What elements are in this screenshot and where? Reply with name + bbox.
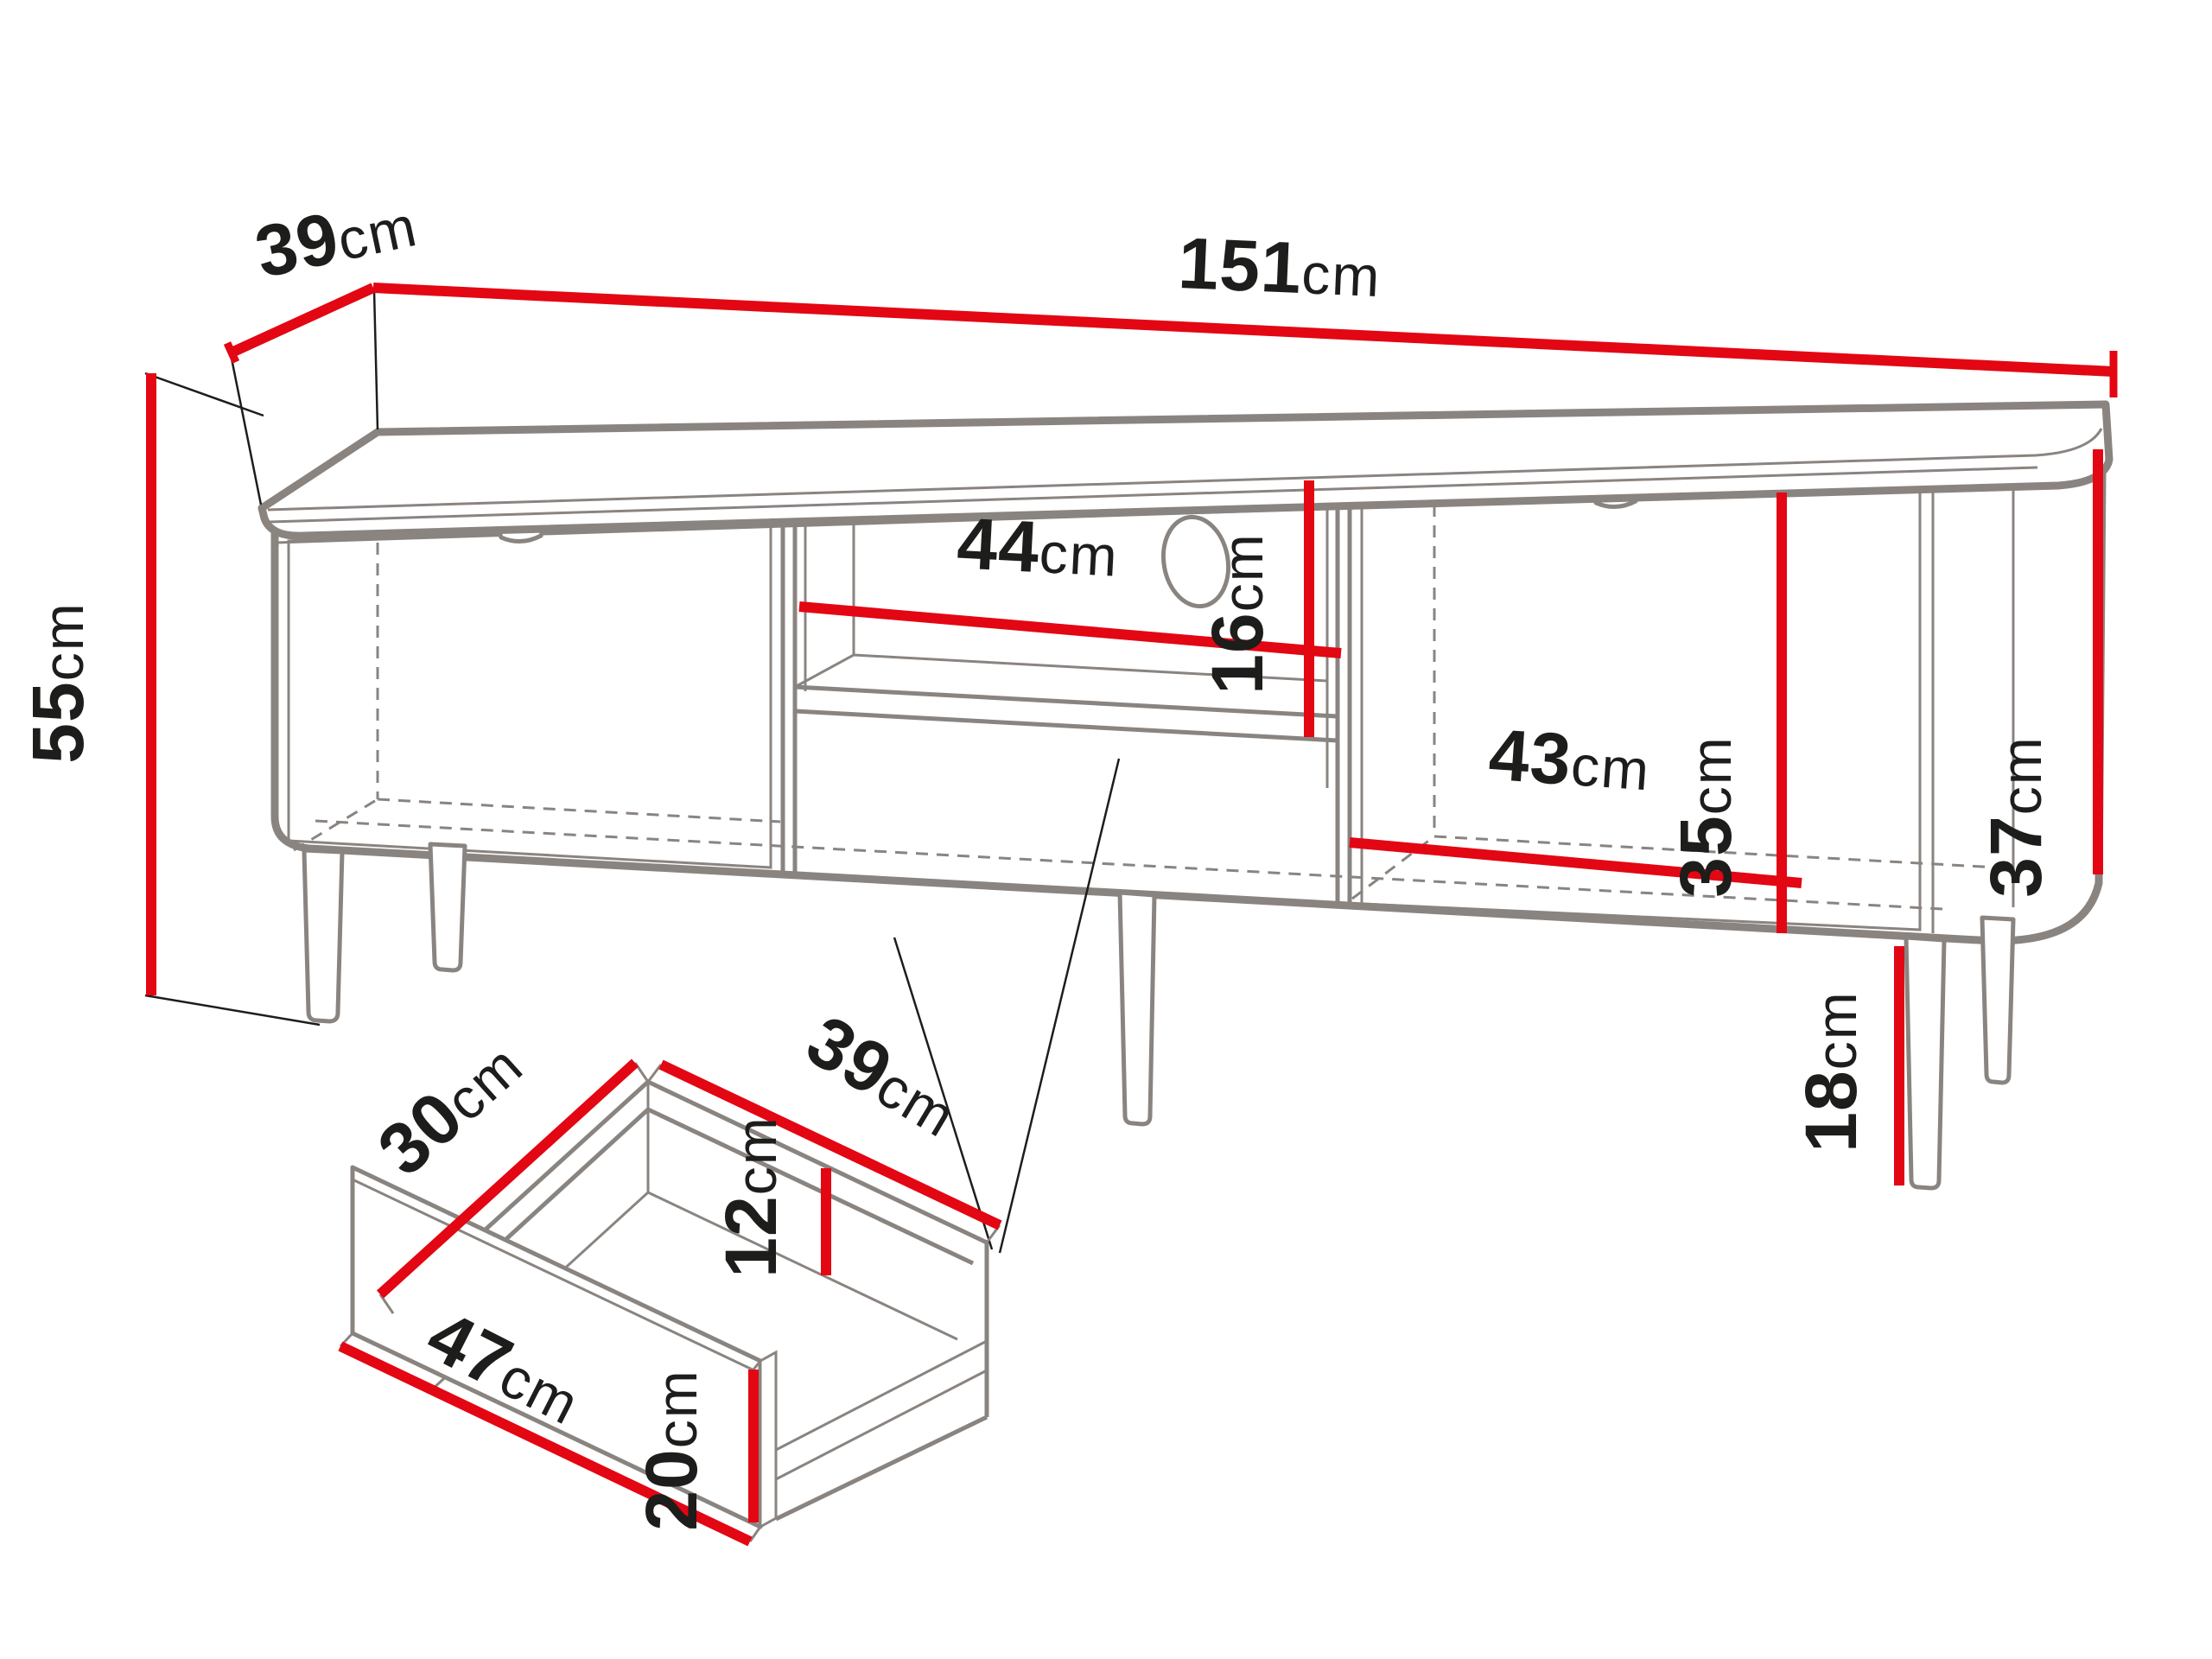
witness-55-top: [144, 372, 264, 417]
dim-line-drawer-front-47: [338, 1341, 753, 1547]
drawer-detail: 30cm 39cm 12cm 47cm 20cm: [338, 1000, 1002, 1547]
top-panel-front-edge-line-2: [269, 466, 2038, 524]
dim-label-niche-44: 44cm: [955, 502, 1121, 592]
hidden-edges: [293, 439, 2014, 911]
dim-label-height-55: 55cm: [17, 601, 99, 763]
dim-label-drawer-side-12: 12cm: [710, 1116, 791, 1277]
leader-line-right: [998, 758, 1121, 1254]
top-panel: [257, 400, 2113, 540]
dim-label-drawer-depth-30: 30cm: [363, 1022, 537, 1191]
leader-line-left: [893, 937, 994, 1250]
leg-middle: [1117, 890, 1157, 1127]
witness-151-left: [372, 289, 379, 430]
dim-label-depth-39: 39cm: [249, 180, 424, 293]
hidden-left-floor-diagonal: [293, 798, 378, 852]
dim-line-depth-39: [229, 283, 376, 358]
dim-label-side-37: 37cm: [1975, 735, 2056, 897]
dim-line-width-151: [372, 283, 2114, 377]
dim-tick-39-left: [223, 341, 240, 364]
leg-left-rear: [428, 842, 467, 973]
dim-label-drawer-front-20: 20cm: [631, 1369, 712, 1530]
dim-line-drawer-depth-30: [376, 1058, 639, 1299]
witness-55-bottom: [144, 994, 321, 1027]
hidden-bottom-front-edge: [315, 819, 1943, 911]
cabinet: [257, 400, 2113, 1191]
witness-39-left: [229, 353, 263, 505]
front-panel-top-thickness: [353, 1179, 759, 1374]
box-inner-edge-right: [646, 1107, 975, 1266]
hidden-left-floor-back-edge: [377, 798, 781, 823]
box-top-edge-right: [646, 1079, 988, 1245]
detail-leader-lines: [893, 758, 1121, 1254]
divider-left: [780, 516, 798, 875]
dim-line-drawer-width-39: [658, 1059, 1002, 1230]
top-panel-outline: [257, 400, 2113, 540]
divider-right: [1335, 499, 1352, 903]
dim-label-drawer-width-39: 39cm: [793, 1000, 974, 1153]
hidden-right-floor-back-edge: [1433, 835, 2014, 870]
niche-floor-diagonal: [794, 653, 855, 689]
drawer-runner: [774, 1339, 988, 1522]
dim-line-niche-44: [798, 601, 1342, 658]
drawer-front-top-edge: [794, 709, 1338, 743]
box-floor-edge-right: [647, 1191, 958, 1341]
dim-label-width-151: 151cm: [1177, 222, 1383, 312]
leg-right-front: [1904, 935, 1947, 1191]
cable-hole: [1160, 514, 1231, 609]
niche-floor-front-edge: [794, 684, 1338, 719]
leg-right-rear: [1980, 915, 2016, 1085]
leg-left-front: [302, 848, 345, 1024]
dim-label-compartment-43: 43cm: [1486, 714, 1654, 806]
dim-label-interior-35: 35cm: [1665, 735, 1746, 897]
dim-label-niche-16: 16cm: [1197, 532, 1278, 694]
legs: [302, 842, 2016, 1191]
top-panel-front-edge-line-1: [267, 428, 2103, 512]
cabinet-dimensions: 39cm 151cm 55cm 44cm 16cm 43cm 35cm 37cm…: [17, 180, 2118, 1185]
front-panel-side-face: [759, 1350, 778, 1529]
niche-floor-back-edge: [853, 653, 1328, 683]
dim-line-compartment-43: [1349, 837, 1802, 888]
dim-label-leg-18: 18cm: [1790, 990, 1872, 1152]
